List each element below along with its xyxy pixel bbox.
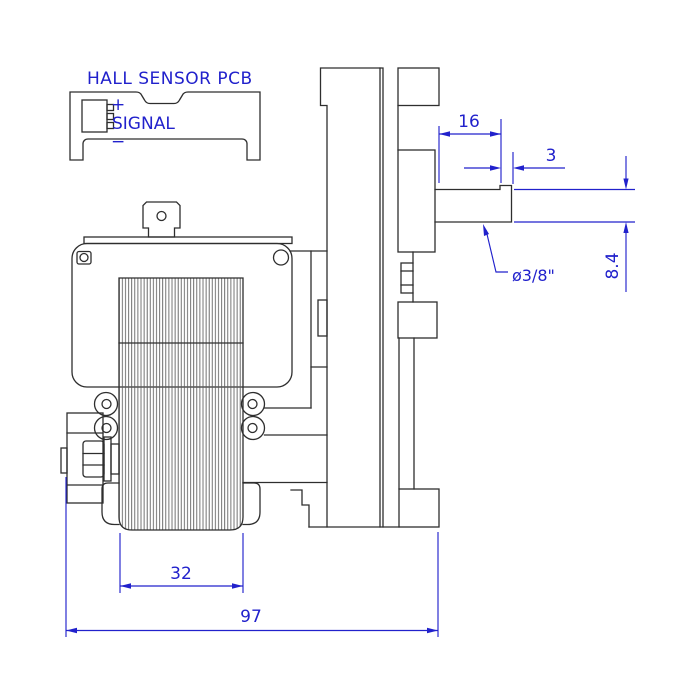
pcb-signal-label: SIGNAL [112,114,175,134]
ear-left-top-hole [101,398,112,410]
dim-3-value: 3 [546,146,557,166]
dim-8-4: 8.4 [514,156,635,292]
dim-16-arrow-left [439,131,450,137]
connector-pin-1 [106,103,115,112]
connector-pin-2 [106,112,115,121]
leader-line [485,229,508,273]
dim-16-value: 16 [458,112,480,132]
terminal-hole [156,210,167,222]
pcb-title-label: HALL SENSOR PCB [87,69,253,89]
dim-32-value: 32 [170,564,192,584]
rear-bracket [60,412,120,504]
dim-84-arrow-up [623,222,629,233]
dim-32: 32 [119,533,244,593]
dim-3-arrow-left [490,165,501,171]
shaft-diameter-value: ø3/8" [512,266,555,285]
adapter-plate [242,250,328,528]
ear-left-bottom [93,415,119,441]
ear-right-top [240,391,266,417]
motor-body [60,201,293,531]
ear-right-bottom-hole [247,422,258,434]
dim-97-value: 97 [240,607,262,627]
dim-97: 97 [65,477,439,637]
ear-right-lower-tab [242,482,261,526]
leader-arrow [483,224,489,236]
pcb-minus-label: − [111,132,125,152]
shield-screw-left-hole [79,252,89,263]
gearbox-housing [308,67,513,528]
ear-left-bottom-hole [101,422,112,434]
gearbox-boss-bottom [398,488,440,528]
dim-3: 3 [464,146,565,184]
dim-16: 16 [438,112,502,183]
bracket-left-tab [60,447,68,474]
dim-84-arrow-down [623,178,629,190]
dim-shaft-diameter: ø3/8" [483,224,555,285]
bracket-outline [66,412,104,504]
dim-97-arrow-right [427,627,438,634]
motor-terminal-tab [142,201,181,238]
pcb-outline [69,91,261,161]
gearbox-hex-screw [400,262,414,294]
shield-screw-left [76,250,92,265]
dim-3-arrow-right [513,165,524,171]
dim-97-arrow-left [66,627,77,634]
motor-bolt-ears [93,391,266,526]
output-shaft [434,184,513,223]
gearbox-top-ear [397,67,440,107]
pcb-plus-label: + [111,95,125,115]
shield-screw-right [272,249,290,266]
nut-washer [103,436,112,482]
shaft-bearing-boss [397,149,436,253]
bearing-stub [110,443,120,475]
dim-84-value: 8.4 [603,252,623,279]
stator-stack [118,277,244,531]
connector-pin-3 [106,121,115,130]
dim-32-arrow-left [120,583,131,589]
gearbox-left-notch [317,299,328,337]
pcb-connector [81,99,108,133]
ear-left-lower-tab [101,482,120,526]
ear-right-top-hole [247,398,258,410]
ear-left-top [93,391,119,417]
dim-32-arrow-right [232,583,243,589]
gearbox-front-plate [319,67,384,528]
hall-sensor-pcb: HALL SENSOR PCB + SIGNAL − [69,69,261,161]
adapter-bottom-step [290,489,310,528]
ear-right-bottom [240,415,266,441]
dim-16-arrow-right [490,131,501,137]
gearbox-boss-mid [397,301,438,339]
motor-top-strip [83,236,293,245]
rear-hex-nut [82,440,105,478]
